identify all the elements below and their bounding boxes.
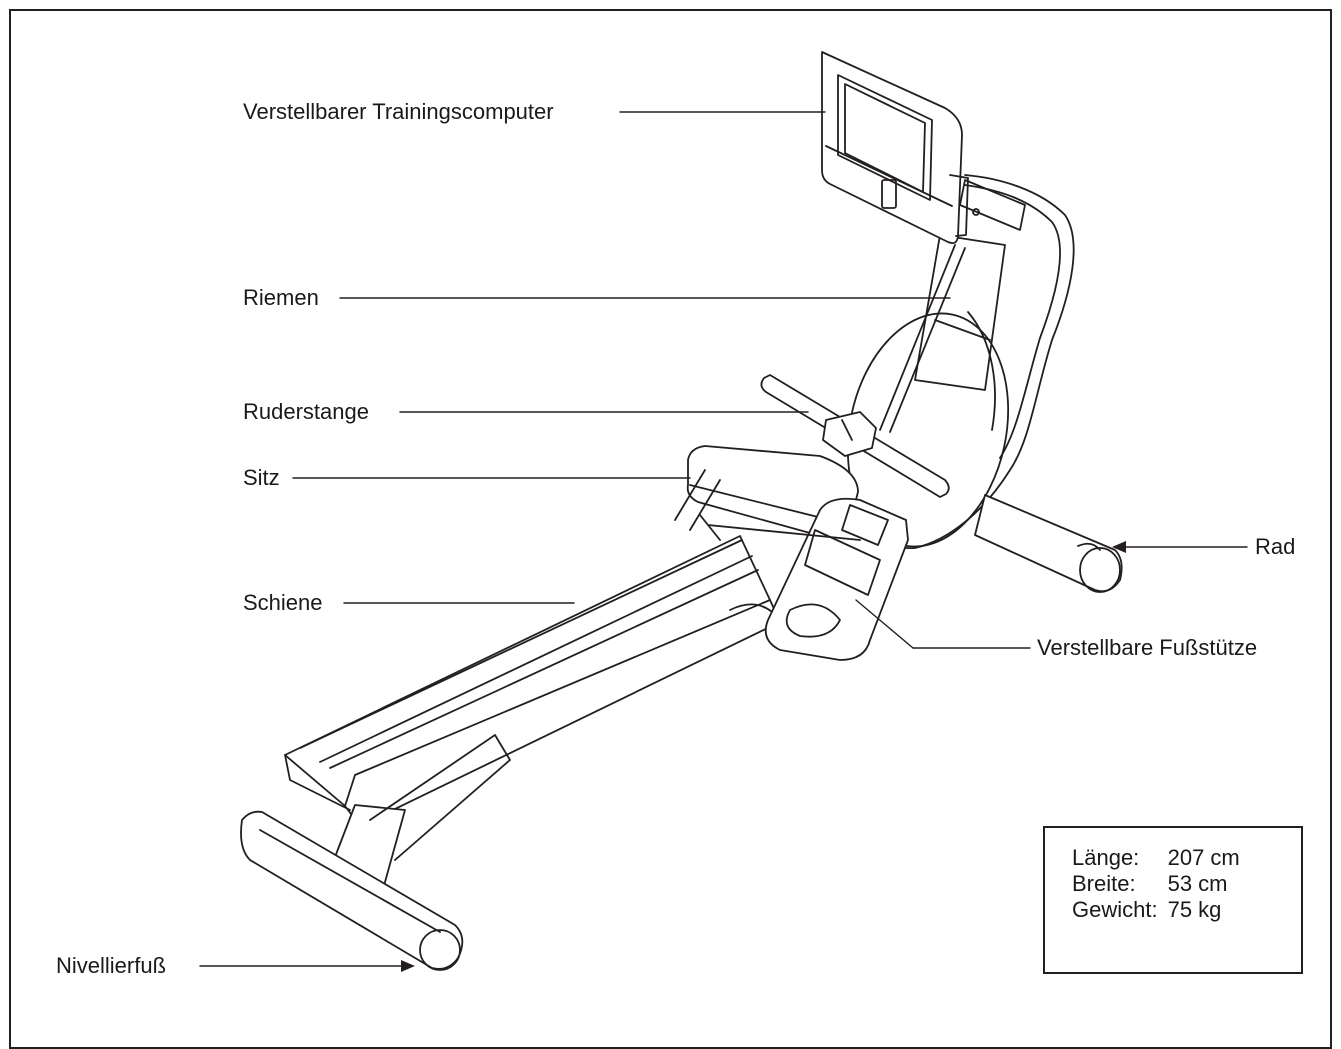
leader-footrest-b [855,599,914,649]
label-wheel: Rad [1255,534,1296,559]
strap-channel [879,234,1006,433]
rear-stabilizer [974,494,1123,593]
label-handle: Ruderstange [243,399,369,424]
spec-value-width: 53 cm [1167,871,1228,896]
spec-value-length: 207 cm [1167,845,1240,870]
dimensions-box: Länge: 207 cm Breite: 53 cm Gewicht: 75 … [1043,826,1303,974]
spec-key-width: Breite: [1072,871,1136,896]
spec-row: Breite: 53 cm [1072,871,1240,897]
label-strap: Riemen [243,285,319,310]
spec-row: Länge: 207 cm [1072,845,1240,871]
wheel-arrowhead [1112,541,1126,553]
label-rail: Schiene [243,590,323,615]
spec-value-weight: 75 kg [1167,897,1222,922]
leader-lines [199,111,1248,967]
dimensions-table: Länge: 207 cm Breite: 53 cm Gewicht: 75 … [1072,845,1240,923]
spec-key-weight: Gewicht: [1072,897,1158,922]
label-seat: Sitz [243,465,280,490]
spec-row: Gewicht: 75 kg [1072,897,1240,923]
front-stabilizer [240,514,861,971]
spec-key-length: Länge: [1072,845,1140,870]
console-monitor [821,51,980,245]
label-adjustable-footrest: Verstellbare Fußstütze [1037,635,1258,660]
leveling-foot-arrowhead [401,960,415,972]
rail-beam [284,535,781,827]
label-leveling-foot: Nivellierfuß [56,953,167,978]
rowing-machine-illustration [199,51,1248,972]
row-handle-bar [760,374,950,498]
footrest-plate [764,497,909,661]
label-adjustable-computer: Verstellbarer Trainingscomputer [243,99,554,124]
seat-support [674,469,721,531]
